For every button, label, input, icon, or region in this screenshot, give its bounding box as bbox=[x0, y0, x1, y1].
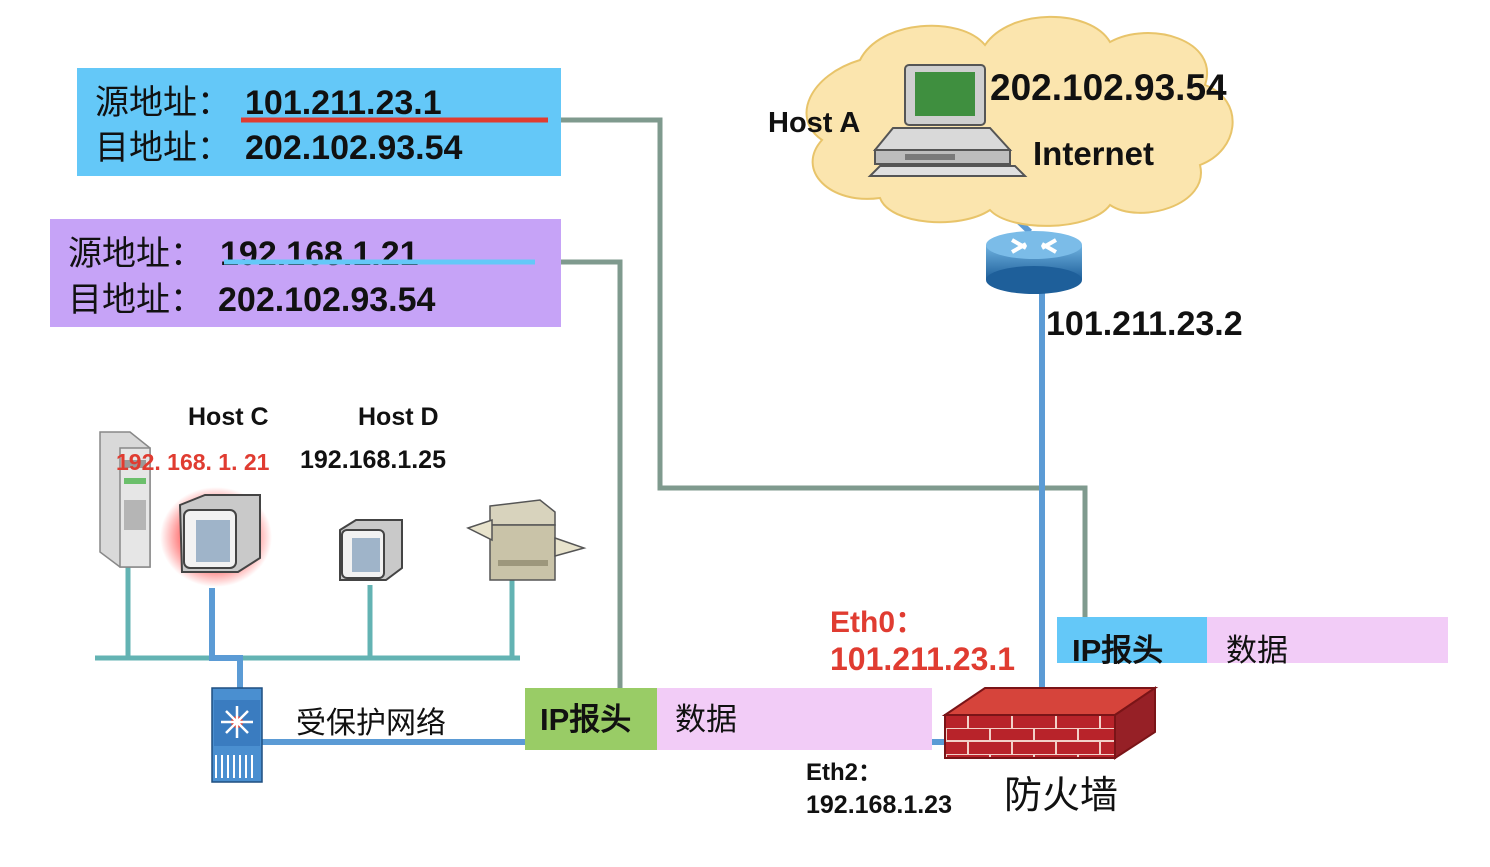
host-d-label: Host D bbox=[358, 403, 439, 431]
outer-packet: IP报头 数据 bbox=[1057, 617, 1448, 668]
host-d-ip: 192.168.1.25 bbox=[300, 446, 446, 474]
eth2-label: Eth2： bbox=[806, 759, 882, 786]
host-c-ip: 192. 168. 1. 21 bbox=[116, 449, 270, 475]
eth0-label: Eth0： bbox=[830, 606, 925, 639]
gray-link-purple-box bbox=[535, 259, 623, 690]
nat-after-box: 源地址： 101.211.23.1 目地址： 202.102.93.54 bbox=[77, 68, 561, 176]
router-icon bbox=[986, 231, 1082, 294]
monitor-icon bbox=[339, 519, 403, 581]
server-tower-icon bbox=[99, 431, 151, 568]
router-ip: 101.211.23.2 bbox=[1046, 305, 1243, 343]
host-a-label: Host A bbox=[768, 107, 860, 139]
nat-before-dst-value: 202.102.93.54 bbox=[218, 281, 436, 319]
switch-icon bbox=[211, 687, 263, 783]
outer-packet-header: IP报头 bbox=[1072, 633, 1163, 668]
eth2-ip: 192.168.1.23 bbox=[806, 791, 952, 819]
monitor-icon bbox=[160, 487, 272, 587]
host-a-ip: 202.102.93.54 bbox=[990, 67, 1227, 108]
nat-before-src-value: 192.168.1.21 bbox=[220, 235, 419, 273]
outer-packet-payload: 数据 bbox=[1226, 633, 1288, 668]
inner-packet-header: IP报头 bbox=[540, 702, 631, 737]
nat-before-dst-label: 目地址： bbox=[68, 281, 204, 319]
printer-icon bbox=[466, 499, 587, 581]
nat-before-src-label: 源地址： bbox=[68, 235, 204, 273]
eth0-ip: 101.211.23.1 bbox=[830, 641, 1015, 677]
nat-after-src-label: 源地址： bbox=[95, 84, 231, 122]
cloud-icon bbox=[805, 15, 1234, 227]
nat-after-dst-value: 202.102.93.54 bbox=[245, 129, 463, 167]
host-c-label: Host C bbox=[188, 403, 269, 431]
network-label: 受保护网络 bbox=[296, 707, 446, 740]
firewall-icon bbox=[941, 686, 1159, 760]
nat-before-box: 源地址： 192.168.1.21 目地址： 202.102.93.54 bbox=[50, 219, 561, 327]
host-c-link bbox=[209, 588, 243, 690]
cloud-label: Internet bbox=[1033, 135, 1154, 172]
gray-link-blue-box bbox=[548, 117, 1088, 620]
nat-after-dst-label: 目地址： bbox=[95, 129, 231, 167]
firewall-label: 防火墙 bbox=[1004, 775, 1118, 817]
inner-packet-payload: 数据 bbox=[675, 702, 737, 737]
desktop-computer-icon bbox=[867, 64, 1028, 177]
inner-packet: IP报头 数据 bbox=[525, 688, 932, 750]
nat-after-src-value: 101.211.23.1 bbox=[245, 84, 442, 122]
